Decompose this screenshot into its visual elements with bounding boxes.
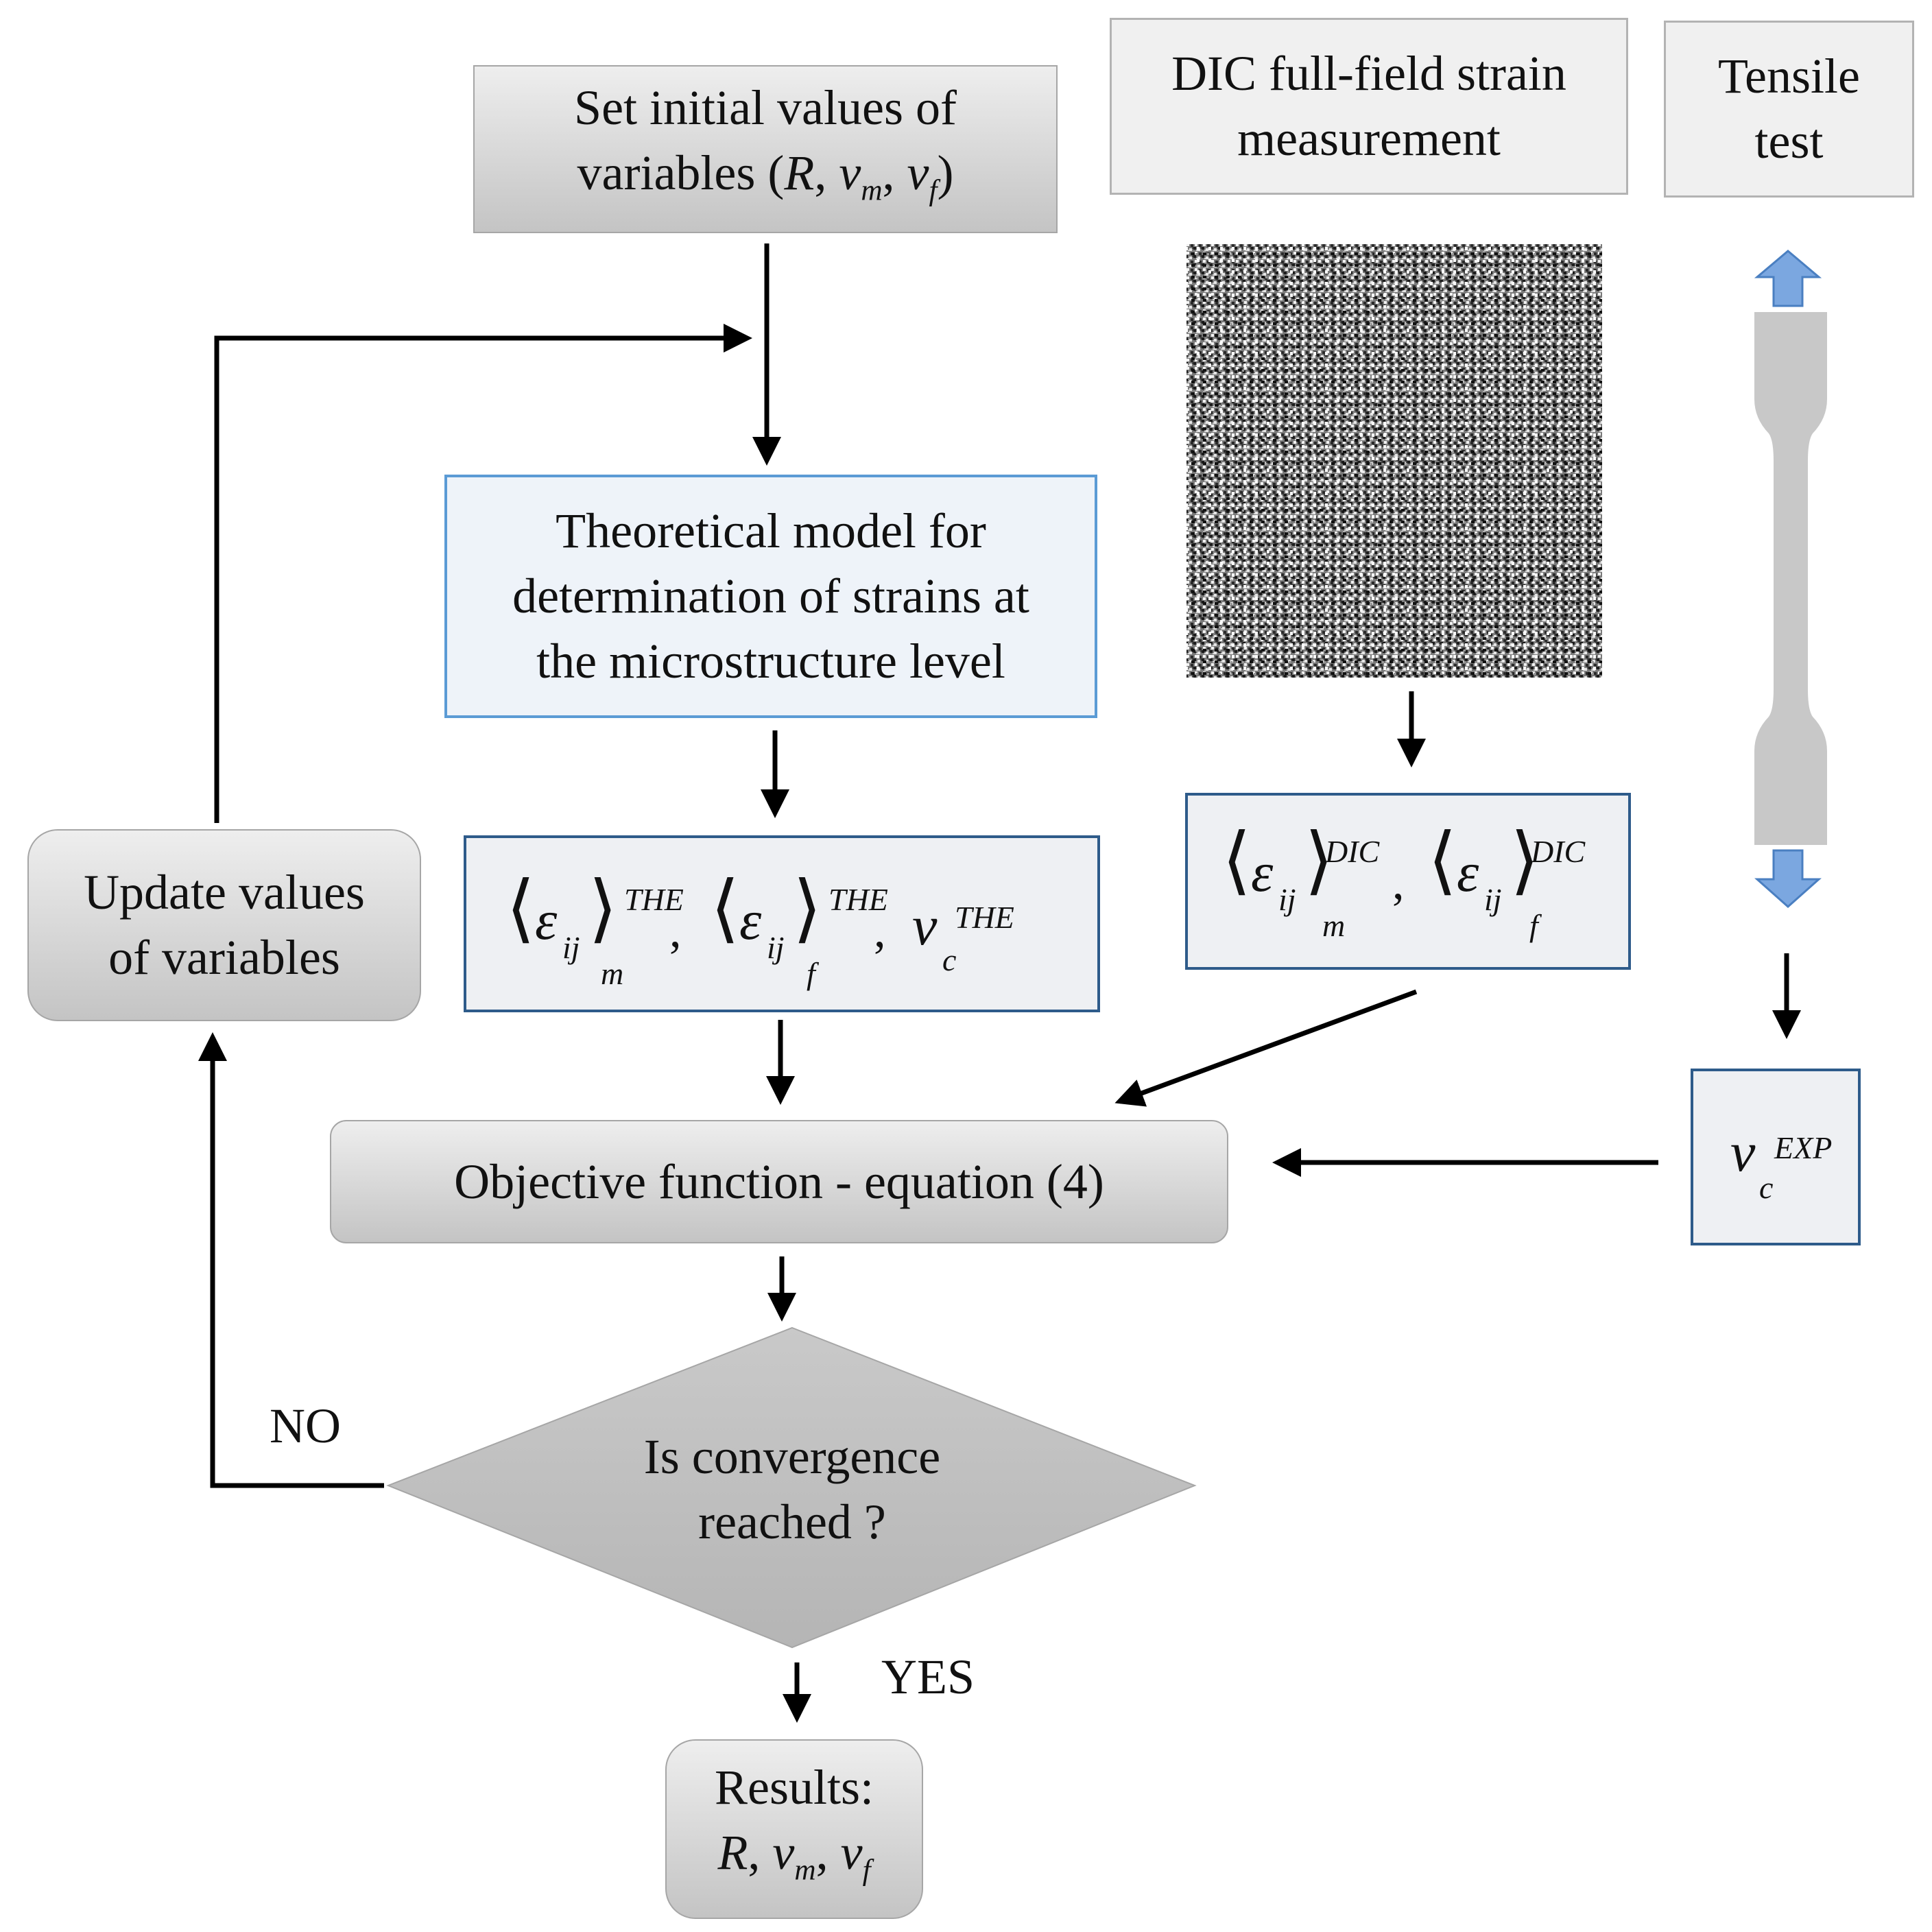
- dic-epsilon-m: ε: [1251, 841, 1274, 903]
- dic-measurement-box: DIC full-field strain measurement: [1110, 18, 1628, 195]
- angle-open-f: ⟨: [711, 868, 740, 950]
- dic-angle-open-m: ⟨: [1222, 820, 1252, 902]
- tensile-arrow-up-icon: [1754, 250, 1822, 307]
- results-box: Results: R, vm, vf: [665, 1739, 923, 1919]
- angle-open-m: ⟨: [506, 868, 536, 950]
- theory-line-3: the microstructure level: [536, 634, 1005, 689]
- dic-outputs-math: ⟨ ε ij ⟩ DIC m , ⟨ ε ij ⟩ DIC f: [1188, 796, 1628, 967]
- decision-text: Is convergence reached ?: [521, 1421, 1063, 1558]
- sup-the-m: THE: [624, 882, 684, 917]
- objective-function-box: Objective function - equation (4): [330, 1120, 1228, 1243]
- decision-line-2: reached ?: [698, 1494, 886, 1549]
- arrow-update-to-loop-top: [214, 324, 752, 823]
- sub-m: m: [601, 956, 624, 991]
- init-values-vars: variables (R, vm, vf): [577, 145, 954, 207]
- theoretical-model-box: Theoretical model for determination of s…: [444, 475, 1097, 718]
- arrow-dic-to-objective: [1114, 989, 1418, 1107]
- angle-close-f: ⟩: [793, 868, 822, 950]
- dic-comma: ,: [1392, 857, 1405, 909]
- exp-output-math: ν c EXP: [1693, 1071, 1858, 1243]
- epsilon-f: ε: [739, 889, 762, 951]
- yes-label: YES: [881, 1649, 975, 1704]
- dic-angle-close-m: ⟩: [1304, 820, 1334, 902]
- exp-sub-c: c: [1759, 1170, 1774, 1205]
- dic-epsilon-f: ε: [1457, 841, 1479, 903]
- index-ij-f: ij: [767, 930, 785, 965]
- dic-measurement-line-2: measurement: [1237, 111, 1501, 166]
- update-line-1: Update values: [84, 865, 365, 920]
- dic-sup-f: DIC: [1531, 834, 1586, 869]
- dic-sub-m: m: [1322, 908, 1346, 943]
- dic-angle-close-f: ⟩: [1510, 820, 1540, 902]
- objective-function-label: Objective function - equation (4): [454, 1154, 1104, 1209]
- epsilon-m: ε: [535, 889, 558, 951]
- init-values-box: Set initial values of variables (R, vm, …: [473, 65, 1058, 233]
- nu-sup-the: THE: [955, 900, 1014, 935]
- exp-nu: ν: [1730, 1121, 1756, 1183]
- theory-outputs-math: ⟨ ε ij ⟩ THE m , ⟨ ε ij ⟩ THE f , ν c TH…: [466, 838, 1097, 1010]
- no-label: NO: [270, 1398, 341, 1453]
- update-line-2: of variables: [108, 930, 340, 985]
- sup-the-f: THE: [828, 882, 888, 917]
- arrow-no-to-update: [198, 1032, 384, 1488]
- update-values-box: Update values of variables: [27, 829, 421, 1021]
- nu-c: ν: [912, 894, 938, 957]
- dic-sup-m: DIC: [1325, 834, 1380, 869]
- tensile-test-line-2: test: [1754, 114, 1824, 169]
- angle-close-m: ⟩: [588, 868, 618, 950]
- tensile-test-box: Tensile test: [1664, 21, 1914, 198]
- exp-sup: EXP: [1774, 1130, 1833, 1165]
- index-ij-m: ij: [562, 930, 580, 965]
- decision-diamond: [386, 1326, 1197, 1649]
- tensile-test-line-1: Tensile: [1718, 49, 1860, 104]
- exp-output-box: ν c EXP: [1691, 1069, 1861, 1245]
- dic-index-ij-f: ij: [1484, 882, 1502, 917]
- theory-outputs-box: ⟨ ε ij ⟩ THE m , ⟨ ε ij ⟩ THE f , ν c TH…: [464, 835, 1100, 1012]
- dic-measurement-line-1: DIC full-field strain: [1171, 46, 1566, 101]
- dic-angle-open-f: ⟨: [1428, 820, 1457, 902]
- decision-line-1: Is convergence: [643, 1429, 941, 1484]
- init-values-title: Set initial values of: [574, 80, 957, 135]
- results-vars: R, vm, vf: [717, 1825, 871, 1887]
- comma-2: ,: [874, 905, 886, 957]
- speckle-pattern-image: [1186, 244, 1602, 678]
- results-title: Results:: [714, 1760, 874, 1815]
- theory-line-1: Theoretical model for: [556, 503, 986, 558]
- tensile-arrow-down-icon: [1754, 849, 1822, 909]
- dogbone-specimen-icon: [1754, 312, 1827, 845]
- dic-outputs-box: ⟨ ε ij ⟩ DIC m , ⟨ ε ij ⟩ DIC f: [1185, 793, 1631, 970]
- dic-sub-f: f: [1529, 908, 1538, 943]
- nu-sub-c: c: [942, 942, 957, 977]
- theory-line-2: determination of strains at: [512, 569, 1029, 623]
- dic-index-ij-m: ij: [1278, 882, 1296, 917]
- sub-f: f: [807, 956, 815, 991]
- comma-1: ,: [669, 905, 682, 957]
